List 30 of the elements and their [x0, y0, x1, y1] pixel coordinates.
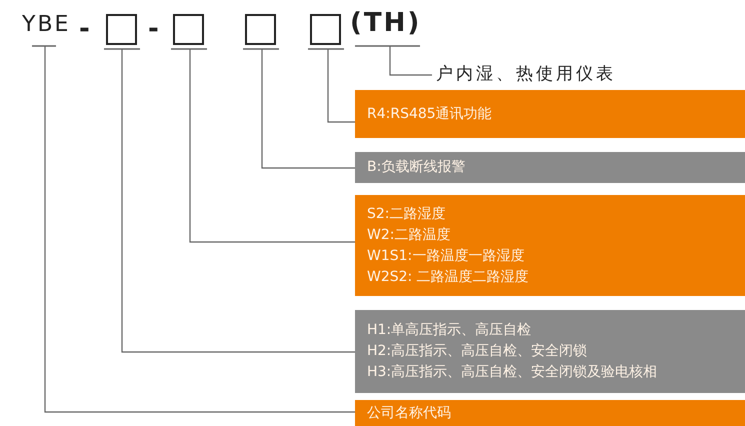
option-band — [355, 400, 745, 426]
option-text: W2:二路温度 — [367, 226, 452, 244]
option-text: R4:RS485通讯功能 — [367, 104, 493, 124]
leader-line — [189, 49, 355, 243]
leader-line — [389, 46, 432, 76]
option-text: 公司名称代码 — [367, 404, 452, 422]
option-text: H3:高压指示、高压自检、安全闭锁及验电核相 — [367, 363, 658, 382]
code-placeholder-box — [245, 14, 276, 45]
option-text: B:负载断线报警 — [367, 158, 466, 177]
option-band — [355, 90, 745, 138]
option-text: W1S1:一路温度一路湿度 — [367, 246, 526, 266]
leader-line — [121, 49, 355, 353]
description-text: 户内湿、热使用仪表 — [436, 64, 616, 84]
code-placeholder-box — [106, 14, 137, 45]
option-text: W2S2: 二路温度二路湿度 — [367, 268, 530, 286]
option-text: H2:高压指示、高压自检、安全闭锁 — [367, 342, 588, 361]
code-placeholder-box — [173, 14, 204, 45]
separator-dash: - — [148, 16, 159, 42]
separator-dash: - — [79, 16, 90, 42]
leader-line — [261, 49, 355, 169]
option-band — [355, 310, 745, 393]
leader-line — [327, 49, 355, 123]
option-band — [355, 195, 745, 296]
option-text: H1:单高压指示、高压自检 — [367, 321, 532, 340]
option-text: S2:二路湿度 — [367, 204, 447, 224]
model-suffix-text: (TH) — [350, 8, 422, 38]
leader-line — [44, 46, 355, 413]
model-code-text: YBE — [22, 12, 70, 37]
option-band — [355, 152, 745, 183]
code-placeholder-box — [310, 14, 341, 45]
